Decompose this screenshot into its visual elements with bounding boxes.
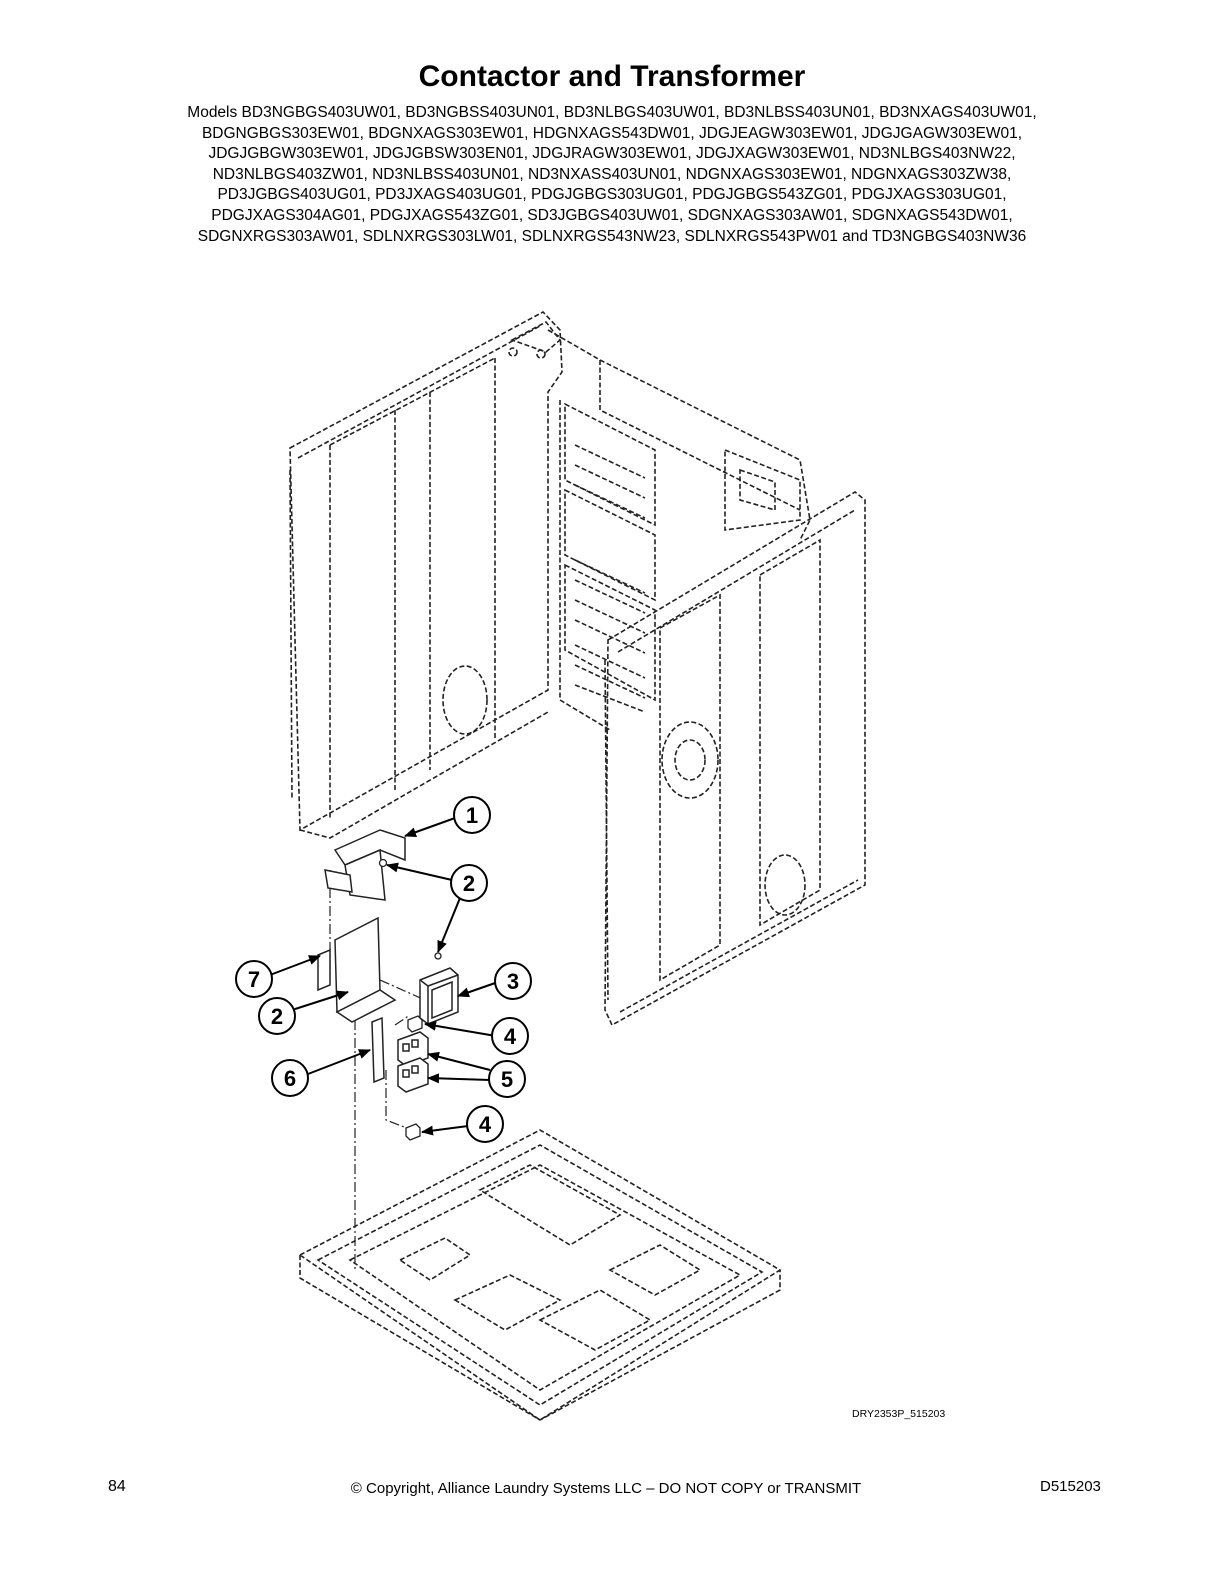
callout-5: 5 (488, 1060, 526, 1098)
callout-leaders (261, 817, 499, 1136)
callout-label: 4 (479, 1112, 492, 1137)
callout-6: 6 (271, 1059, 309, 1097)
callout-label: 6 (284, 1066, 296, 1091)
model-line: BDGNGBGS303EW01, BDGNXAGS303EW01, HDGNXA… (201, 124, 1023, 142)
cabinet-rear-panel (289, 311, 563, 839)
terminal-clip-part-4 (405, 1015, 423, 1141)
transformer-part-3 (419, 967, 459, 1025)
model-line: SDGNXRGS303AW01, SDLNXRGS303LW01, SDLNXR… (197, 227, 1027, 245)
callout-label: 2 (271, 1004, 283, 1029)
copyright-notice: © Copyright, Alliance Laundry Systems LL… (350, 1480, 862, 1497)
callout-3: 3 (494, 962, 532, 1000)
model-line: Models BD3NGBGS403UW01, BD3NGBSS403UN01,… (187, 104, 1037, 121)
diagram-code: DRY2353P_515203 (852, 1408, 946, 1420)
page-title: Contactor and Transformer (418, 60, 806, 93)
cabinet-side-panel (547, 329, 811, 731)
callout-label: 4 (504, 1024, 517, 1049)
assembly-guide-lines (329, 870, 426, 1270)
callout-label: 3 (507, 969, 519, 994)
callout-2-lower: 2 (258, 997, 296, 1035)
mounting-plate-part-7 (317, 916, 397, 1023)
callout-label: 5 (501, 1067, 513, 1092)
bracket-part-1 (324, 829, 406, 901)
callout-1: 1 (453, 796, 491, 834)
callout-4-lower: 4 (466, 1105, 504, 1143)
mounting-rail-part-6 (371, 1016, 385, 1084)
model-line: JDGJGBGW303EW01, JDGJGBSW303EN01, JDGJRA… (208, 145, 1016, 163)
callout-7: 7 (235, 960, 273, 998)
callout-label: 1 (466, 803, 478, 828)
model-line: PD3JGBGS403UG01, PD3JXAGS403UG01, PDGJGB… (217, 186, 1007, 204)
document-number: D515203 (1040, 1478, 1101, 1495)
callout-label: 7 (248, 967, 260, 992)
callout-2: 2 (450, 864, 488, 902)
model-list: Models BD3NGBGS403UW01, BD3NGBSS403UN01,… (112, 103, 1112, 247)
model-line: PDGJXAGS304AG01, PDGJXAGS543ZG01, SD3JGB… (211, 206, 1013, 224)
callout-4-upper: 4 (491, 1017, 529, 1055)
model-line: ND3NLBGS403ZW01, ND3NLBSS403UN01, ND3NXA… (212, 165, 1012, 183)
page-number: 84 (108, 1478, 126, 1495)
contactor-part-5 (397, 1031, 429, 1093)
cabinet-base (298, 1129, 782, 1421)
cabinet-front-panel (604, 491, 866, 1027)
callout-label: 2 (463, 871, 475, 896)
